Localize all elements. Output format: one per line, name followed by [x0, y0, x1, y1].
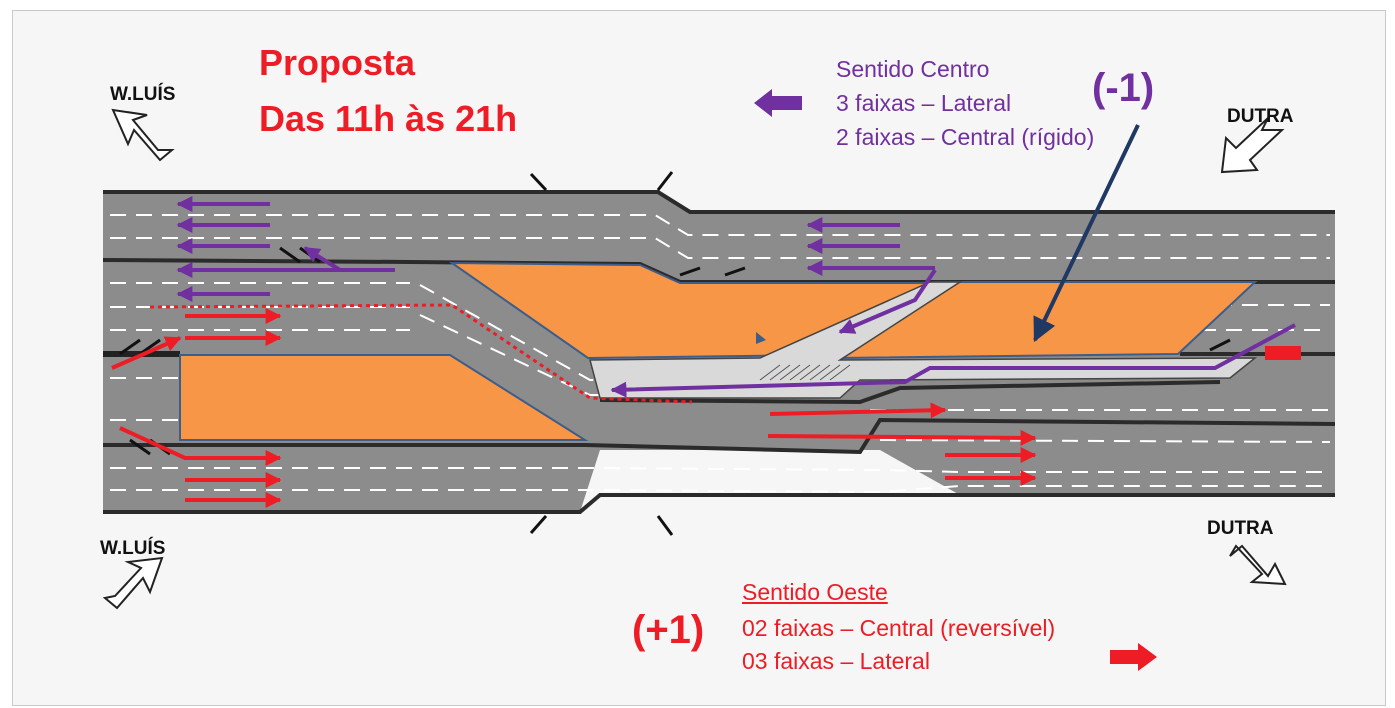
label-dutra-bottom: DUTRA	[1207, 518, 1274, 539]
island-bottom-left	[179, 354, 589, 441]
title-line-1: Proposta	[259, 42, 416, 83]
title-line-2: Das 11h às 21h	[259, 98, 518, 139]
sentido-oeste-heading: Sentido Oeste	[742, 579, 888, 605]
wluis-bottom-arrow-icon	[102, 556, 164, 610]
purple-direction-arrow	[754, 89, 802, 117]
label-wluis-bottom: W.LUÍS	[100, 538, 166, 559]
dutra-top-arrow-icon	[1220, 117, 1285, 174]
sentido-centro-line-2: 2 faixas – Central (rígido)	[836, 124, 1095, 150]
purple-lane-arrows	[176, 196, 1296, 398]
minus-one-pointer-arrow	[1033, 124, 1140, 343]
sentido-oeste-line-2: 03 faixas – Lateral	[742, 648, 930, 674]
sentido-centro-delta: (-1)	[1092, 66, 1155, 110]
wluis-top-arrow-icon	[111, 108, 175, 162]
small-blue-marker	[756, 332, 766, 344]
red-lane-arrows	[111, 308, 1037, 508]
sentido-oeste-line-1: 02 faixas – Central (reversível)	[742, 615, 1056, 641]
sentido-oeste-delta: (+1)	[632, 608, 705, 652]
red-barrier	[1265, 346, 1301, 360]
sentido-centro-line-1: 3 faixas – Lateral	[836, 90, 1012, 116]
sentido-centro-heading: Sentido Centro	[836, 56, 990, 82]
red-direction-arrow	[1110, 643, 1157, 671]
corridor-hatch	[759, 364, 851, 381]
lane-markings	[110, 214, 1331, 494]
reversible-dotted-path	[149, 303, 693, 404]
dutra-bottom-arrow-icon	[1229, 544, 1287, 586]
label-dutra-top: DUTRA	[1227, 106, 1294, 127]
label-wluis-top: W.LUÍS	[110, 84, 176, 105]
